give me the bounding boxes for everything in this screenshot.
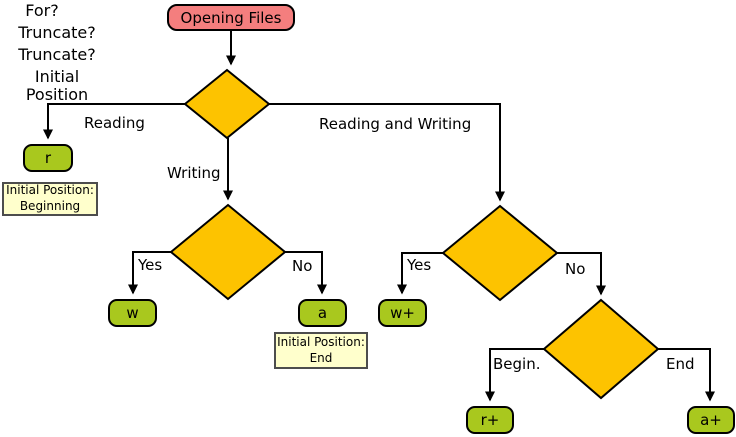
start-node-label: Opening Files [180, 8, 282, 27]
edge-label-yes-left: Yes [138, 256, 163, 274]
edge-label-no-left: No [292, 257, 313, 275]
for-decision-diamond [183, 68, 271, 140]
edge-for-to-truncate-right [269, 103, 505, 202]
note-initial-position-beginning: Initial Position: Beginning [2, 182, 98, 216]
mode-a-plus-node: a+ [687, 406, 735, 434]
edge-label-no-right: No [565, 260, 586, 278]
edge-label-reading-and-writing: Reading and Writing [319, 115, 472, 133]
edge-label-writing: Writing [167, 164, 221, 182]
mode-w-plus-node: w+ [378, 299, 427, 327]
edge-for-to-r [43, 103, 185, 140]
edge-label-end: End [666, 355, 695, 373]
mode-r-node: r [23, 144, 73, 172]
edge-initial-position-to-ap [658, 348, 715, 402]
truncate-left-diamond [169, 203, 287, 301]
edge-truncate-right-to-wp [397, 252, 443, 295]
truncate-right-diamond [441, 204, 559, 302]
start-node-opening-files: Opening Files [167, 4, 295, 31]
edge-label-yes-right: Yes [407, 256, 432, 274]
mode-w-node: w [108, 299, 157, 327]
initial-position-diamond [542, 298, 660, 400]
edge-truncate-left-to-a [285, 251, 327, 295]
edge-truncate-right-to-initial-position [557, 252, 606, 296]
mode-r-plus-node: r+ [466, 406, 514, 434]
edge-label-begin: Begin. [493, 355, 541, 373]
note-initial-position-end: Initial Position: End [274, 332, 368, 369]
edge-label-reading: Reading [84, 114, 145, 132]
edge-initial-position-to-rp [485, 348, 544, 402]
edge-truncate-left-to-w [128, 251, 171, 295]
mode-a-node: a [298, 299, 347, 327]
